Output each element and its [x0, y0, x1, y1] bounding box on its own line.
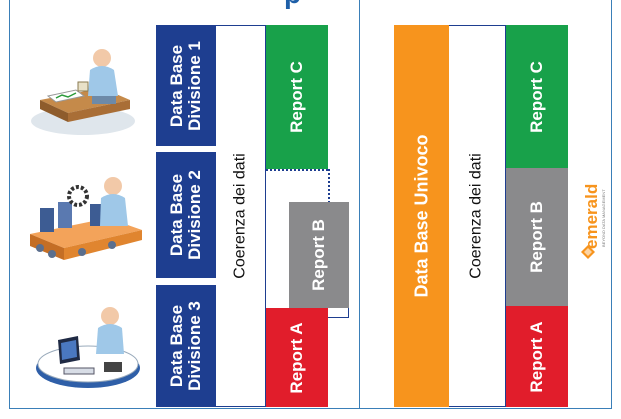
database-division-3-line1: Data Base — [167, 304, 187, 388]
person-desk-chart-illustration — [18, 36, 148, 146]
report-b-right: Report B — [506, 168, 568, 306]
diagram-frame — [9, 0, 612, 409]
report-b-left: Report B — [289, 202, 349, 308]
report-c-left-label: Report C — [287, 61, 307, 133]
database-division-1: Data Base Divisione 1 — [156, 25, 216, 146]
svg-text:emerald: emerald — [582, 184, 601, 249]
dotted-connector-vertical — [328, 169, 330, 203]
report-a-left-label: Report A — [287, 321, 307, 394]
report-c-right-label: Report C — [527, 60, 547, 133]
report-b-right-label: Report B — [527, 201, 547, 273]
report-c-right: Report C — [506, 25, 568, 168]
report-a-right: Report A — [506, 306, 568, 407]
database-division-1-line1: Data Base — [167, 44, 187, 127]
database-division-1-line2: Divisione 1 — [185, 40, 204, 131]
report-c-left: Report C — [266, 25, 328, 169]
database-unified: Data Base Univoco — [394, 25, 449, 407]
report-a-left: Report A — [266, 308, 328, 407]
database-division-2-line2: Divisione 2 — [185, 170, 204, 260]
data-coherence-label-right: Coerenza dei dati — [467, 153, 485, 279]
database-unified-label: Data Base Univoco — [411, 134, 432, 298]
data-coherence-box-right: Coerenza dei dati — [449, 25, 506, 407]
dotted-connector-horizontal — [266, 169, 328, 171]
person-conveyor-gears-illustration — [18, 168, 148, 278]
person-computer-illustration — [18, 296, 148, 406]
database-division-3: Data Base Divisione 3 — [156, 285, 216, 407]
svg-text:BEYOND DATA MANAGEMENT: BEYOND DATA MANAGEMENT — [601, 189, 606, 247]
page-title-fragment: p — [284, 0, 322, 12]
data-coherence-box-left: Coerenza dei dati — [216, 25, 266, 407]
database-division-2-line1: Data Base — [167, 173, 187, 257]
report-a-right-label: Report A — [527, 320, 547, 393]
database-division-3-line2: Divisione 3 — [185, 301, 204, 391]
emerald-logo: emerald BEYOND DATA MANAGEMENT — [573, 158, 613, 268]
data-coherence-label-left: Coerenza dei dati — [231, 153, 249, 279]
panel-divider — [359, 0, 360, 409]
database-division-2: Data Base Divisione 2 — [156, 152, 216, 278]
report-b-left-label: Report B — [309, 219, 329, 291]
